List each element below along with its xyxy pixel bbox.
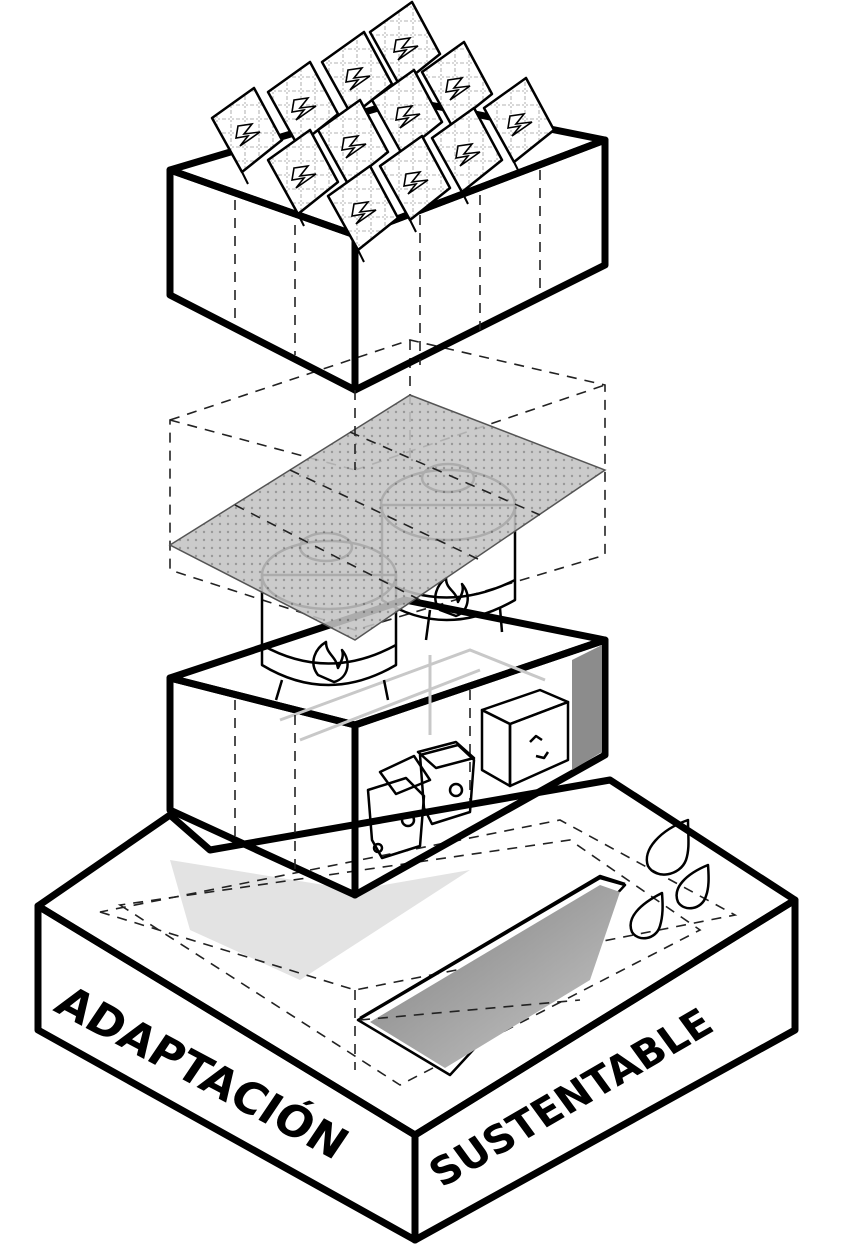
- solar-panel-array: [212, 2, 554, 262]
- base-top-face: [38, 780, 795, 1135]
- middle-left-face: [170, 678, 355, 895]
- water-surface: [370, 885, 620, 1068]
- solar-panel-icon: [212, 88, 282, 184]
- middle-shaded-wall: [572, 645, 602, 770]
- top-left-face: [170, 170, 355, 390]
- mesh-plate: [170, 395, 605, 640]
- base-block: ADAPTACIÓN SUSTENTABLE: [38, 780, 795, 1240]
- recycle-box-icon: [482, 690, 568, 786]
